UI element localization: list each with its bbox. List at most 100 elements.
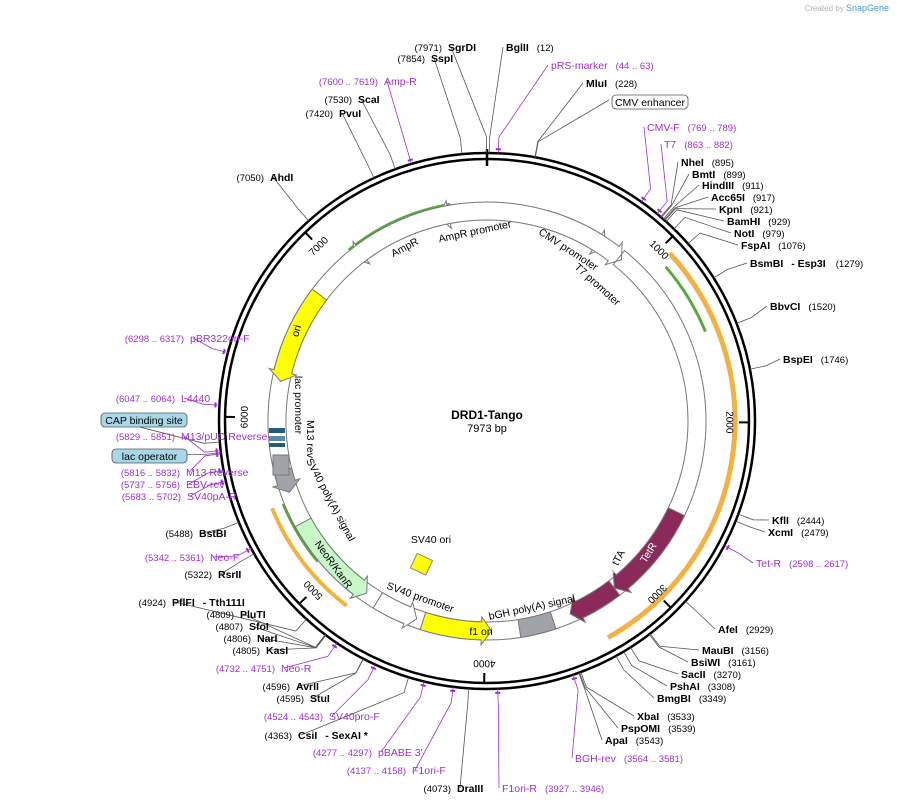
primer-mark xyxy=(571,676,578,681)
svg-text:Neo-F: Neo-F xyxy=(210,552,239,564)
svg-text:F1ori-F: F1ori-F xyxy=(412,765,446,777)
site-label-apai[interactable]: ApaI(3543) xyxy=(605,735,663,747)
primer-label-sv40pro[interactable]: SV40pro-F(4524 .. 4543) xyxy=(264,711,380,723)
svg-text:EBV-rev: EBV-rev xyxy=(186,479,225,491)
svg-text:CMV enhancer: CMV enhancer xyxy=(615,97,686,109)
primer-mark xyxy=(222,348,226,355)
feature-vp16[interactable] xyxy=(569,580,621,624)
svg-text:PspOMI: PspOMI xyxy=(621,723,660,735)
site-label-pshai[interactable]: PshAI(3308) xyxy=(670,681,735,693)
leader-line xyxy=(183,397,220,406)
box-label-cap[interactable]: CAP binding site xyxy=(100,412,188,428)
svg-text:F1ori-R: F1ori-R xyxy=(502,783,537,795)
site-label-noti[interactable]: NotI(979) xyxy=(734,228,785,240)
site-label-nhei[interactable]: NheI(895) xyxy=(681,157,734,169)
site-label-xcmi[interactable]: XcmI(2479) xyxy=(768,527,829,539)
svg-text:DraIII: DraIII xyxy=(457,783,483,795)
primer-label-bghrev[interactable]: BGH-rev(3564 .. 3581) xyxy=(575,753,683,765)
svg-text:- SexAI *: - SexAI * xyxy=(325,730,369,742)
feature-neokan[interactable] xyxy=(294,517,368,600)
svg-text:(3156): (3156) xyxy=(742,646,769,657)
primer-label-t7[interactable]: T7(863 .. 882) xyxy=(664,139,733,151)
primer-label-tetr_p[interactable]: Tet-R(2598 .. 2617) xyxy=(756,558,848,570)
primer-label-f1orir[interactable]: F1ori-R(3927 .. 3946) xyxy=(502,783,604,795)
site-label-pflfi[interactable]: PflFI(4924)- Tth111I xyxy=(139,597,245,609)
svg-text:CMV-F: CMV-F xyxy=(647,122,680,134)
svg-text:(1746): (1746) xyxy=(821,355,848,366)
site-label-bsiwi[interactable]: BsiWI(3161) xyxy=(691,657,756,669)
primer-label-cmvf[interactable]: CMV-F(769 .. 789) xyxy=(647,122,736,134)
site-label-sacii[interactable]: SacII(3270) xyxy=(681,669,741,681)
site-label-bmgbi[interactable]: BmgBI(3349) xyxy=(657,693,726,705)
tick-label: 6000 xyxy=(239,405,250,428)
site-label-nari[interactable]: NarI(4806) xyxy=(224,633,278,645)
site-label-ahdi[interactable]: AhdI(7050) xyxy=(237,172,294,184)
site-label-scai[interactable]: ScaI(7530) xyxy=(325,94,380,106)
leader-line xyxy=(664,208,717,221)
site-label-stui[interactable]: StuI(4595) xyxy=(277,693,330,705)
sv40-ori-feature[interactable] xyxy=(409,552,434,576)
leader-line xyxy=(497,688,500,789)
primer-label-ampr_p[interactable]: Amp-R(7600 .. 7619) xyxy=(319,76,417,88)
primer-mark xyxy=(420,683,426,687)
svg-text:(5737 .. 5756): (5737 .. 5756) xyxy=(121,480,180,491)
box-label-cmvenh[interactable]: CMV enhancer xyxy=(611,94,689,110)
feature-t7_prom[interactable] xyxy=(267,201,707,641)
primer-label-m13rev[interactable]: M13 Reverse(5816 .. 5832) xyxy=(121,467,249,479)
site-label-kpni[interactable]: KpnI(921) xyxy=(719,204,773,216)
leader-line xyxy=(630,647,679,675)
site-label-bspei[interactable]: BspEI(1746) xyxy=(783,354,848,366)
site-label-xbai[interactable]: XbaI(3533) xyxy=(637,711,695,723)
site-label-bglii[interactable]: BglII(12) xyxy=(506,42,554,54)
site-label-hindiii[interactable]: HindIII(911) xyxy=(702,180,764,192)
site-label-rsrii[interactable]: RsrII(5322) xyxy=(185,569,242,581)
svg-text:M13 Reverse: M13 Reverse xyxy=(186,467,249,479)
feature-f1ori[interactable] xyxy=(419,611,492,647)
svg-text:(5683 .. 5702): (5683 .. 5702) xyxy=(122,492,181,503)
site-label-bmti[interactable]: BmtI(899) xyxy=(692,169,746,181)
site-label-bsmbi[interactable]: BsmBI(1279)- Esp3I xyxy=(750,258,863,270)
leader-line xyxy=(749,358,781,370)
feature-bgh[interactable] xyxy=(517,611,557,638)
box-label-lacop[interactable]: lac operator xyxy=(111,448,188,464)
site-label-sgrdi[interactable]: SgrDI(7971) xyxy=(415,42,477,54)
site-label-sspi[interactable]: SspI(7854) xyxy=(398,53,454,65)
feature-ori[interactable] xyxy=(267,288,328,383)
site-label-afei[interactable]: AfeI(2929) xyxy=(718,624,773,636)
svg-text:AvrII: AvrII xyxy=(296,681,319,693)
feature-label-lacp: lac promoter xyxy=(292,376,304,435)
primer-label-m13puc[interactable]: M13/pUC Reverse(5829 .. 5851) xyxy=(116,431,268,443)
site-label-acc65i[interactable]: Acc65I(917) xyxy=(711,192,775,204)
site-label-pspomi[interactable]: PspOMI(3539) xyxy=(621,723,696,735)
primer-label-pbabe[interactable]: pBABE 3'(4277 .. 4297) xyxy=(313,747,423,759)
feature-tetr[interactable] xyxy=(612,507,686,594)
site-label-kasi[interactable]: KasI(4805) xyxy=(233,645,289,657)
site-label-bamhi[interactable]: BamHI(929) xyxy=(727,216,790,228)
primer-label-sv40pa[interactable]: SV40pA-R(5683 .. 5702) xyxy=(122,491,237,503)
svg-text:(911): (911) xyxy=(742,181,763,192)
primer-mark xyxy=(370,666,377,671)
svg-text:Amp-R: Amp-R xyxy=(384,76,417,88)
primer-label-l4440[interactable]: L4440(6047 .. 6064) xyxy=(116,393,211,405)
svg-text:(4809): (4809) xyxy=(207,610,234,621)
site-label-sfoi[interactable]: SfoI(4807) xyxy=(216,621,269,633)
site-label-kfli[interactable]: KflI(2444) xyxy=(772,515,824,527)
primer-label-pbr322[interactable]: pBR322ori-F(6298 .. 6317) xyxy=(125,333,250,345)
site-label-maubi[interactable]: MauBI(3156) xyxy=(702,645,769,657)
primer-label-neof[interactable]: Neo-F(5342 .. 5361) xyxy=(145,552,239,564)
site-label-csii[interactable]: CsiI(4363)- SexAI * xyxy=(265,730,369,742)
site-label-pluti[interactable]: PluTI(4809) xyxy=(207,609,266,621)
primer-label-ebv[interactable]: EBV-rev (5737 .. 5756) xyxy=(121,479,225,491)
site-label-mlui[interactable]: MluI(228) xyxy=(586,78,637,90)
site-label-pvui[interactable]: PvuI(7420) xyxy=(306,108,362,120)
primer-label-f1orif[interactable]: F1ori-F(4137 .. 4158) xyxy=(347,765,446,777)
feature-sv40prom[interactable] xyxy=(372,592,418,630)
site-label-fspai[interactable]: FspAI(1076) xyxy=(741,240,806,252)
primer-label-prs[interactable]: pRS-marker(44 .. 63) xyxy=(551,60,654,72)
site-label-avrii[interactable]: AvrII(4596) xyxy=(263,681,320,693)
site-label-draiii[interactable]: DraIII(4073) xyxy=(424,783,484,795)
svg-text:XbaI: XbaI xyxy=(637,711,659,723)
site-label-bbvci[interactable]: BbvCI(1520) xyxy=(770,301,836,313)
primer-label-neor[interactable]: Neo-R(4732 .. 4751) xyxy=(216,663,312,675)
site-label-bstbi[interactable]: BstBI(5488) xyxy=(166,528,227,540)
